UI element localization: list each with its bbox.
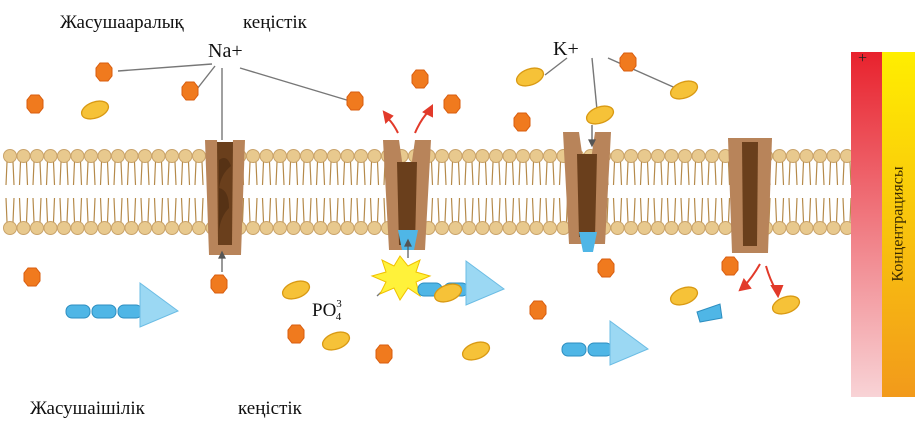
extracellular-label-space: кеңістік bbox=[243, 12, 307, 34]
lipid-pair bbox=[544, 150, 557, 235]
lipid-pair bbox=[665, 150, 678, 235]
channel-3-pump bbox=[563, 132, 611, 244]
lipid-pair bbox=[71, 150, 84, 235]
lipid-pair bbox=[274, 150, 287, 235]
lipid-pair bbox=[85, 150, 98, 235]
lipid-pair bbox=[530, 150, 543, 235]
potassium-ion bbox=[668, 78, 700, 103]
lipid-pair bbox=[611, 150, 624, 235]
sodium-ion bbox=[376, 345, 392, 363]
potassium-ion bbox=[668, 284, 700, 309]
lipid-pair bbox=[139, 150, 152, 235]
concentration-label: Концентрациясы bbox=[890, 166, 908, 281]
lipid-pair bbox=[652, 150, 665, 235]
lipid-pair bbox=[301, 150, 314, 235]
sodium-ion bbox=[598, 259, 614, 277]
lipid-pair bbox=[193, 150, 206, 235]
lipid-pair bbox=[706, 150, 719, 235]
lipid-pair bbox=[355, 150, 368, 235]
phosphate-tip-channel-3 bbox=[579, 232, 597, 252]
sodium-ion bbox=[288, 325, 304, 343]
lipid-pair bbox=[625, 150, 638, 235]
atp-molecule bbox=[66, 283, 178, 327]
sodium-ion bbox=[412, 70, 428, 88]
extracellular-label: Жасушааралық bbox=[60, 12, 184, 34]
sodium-ion bbox=[620, 53, 636, 71]
lipid-pair bbox=[814, 150, 827, 235]
lipid-pair bbox=[503, 150, 516, 235]
lipid-pair bbox=[314, 150, 327, 235]
intracellular-label: Жасушаішілік bbox=[30, 398, 145, 420]
lipid-pair bbox=[31, 150, 44, 235]
lipid-pair bbox=[260, 150, 273, 235]
lipid-pair bbox=[449, 150, 462, 235]
lipid-pair bbox=[179, 150, 192, 235]
lipid-pair bbox=[341, 150, 354, 235]
lipid-pair bbox=[328, 150, 341, 235]
sodium-ion bbox=[722, 257, 738, 275]
sodium-ion bbox=[444, 95, 460, 113]
lipid-pair bbox=[517, 150, 530, 235]
potassium-ion bbox=[770, 293, 802, 318]
phosphate-charge: 3 bbox=[336, 298, 342, 310]
lipid-pair bbox=[58, 150, 71, 235]
lipid-pair bbox=[112, 150, 125, 235]
lipid-pair bbox=[692, 150, 705, 235]
potassium-ion bbox=[584, 103, 616, 128]
lipid-pair bbox=[827, 150, 840, 235]
potassium-ion bbox=[460, 339, 492, 364]
lipid-pair bbox=[476, 150, 489, 235]
lipid-pair bbox=[247, 150, 260, 235]
sodium-ion bbox=[211, 275, 227, 293]
sodium-ion bbox=[27, 95, 43, 113]
lipid-pair bbox=[44, 150, 57, 235]
lipid-pair bbox=[4, 150, 17, 235]
phosphate-base: PO bbox=[312, 300, 336, 321]
lipid-pair bbox=[152, 150, 165, 235]
sodium-ion bbox=[182, 82, 198, 100]
lipid-pair bbox=[800, 150, 813, 235]
potassium-ion bbox=[79, 98, 111, 123]
atp-molecule bbox=[562, 321, 648, 365]
sodium-ion bbox=[347, 92, 363, 110]
concentration-label-wrap: Концентрациясы bbox=[883, 56, 915, 392]
channel-4 bbox=[728, 138, 772, 253]
lipid-pair bbox=[17, 150, 30, 235]
lipid-pair bbox=[679, 150, 692, 235]
released-phosphate bbox=[697, 304, 722, 322]
lipid-pair bbox=[490, 150, 503, 235]
phosphate-label: PO34 bbox=[312, 300, 347, 322]
lipid-pair bbox=[287, 150, 300, 235]
lipid-pair bbox=[787, 150, 800, 235]
lipid-pair bbox=[436, 150, 449, 235]
lipid-pair bbox=[638, 150, 651, 235]
channel-1 bbox=[205, 140, 245, 255]
atp-molecule bbox=[418, 261, 504, 305]
lipid-pair bbox=[368, 150, 381, 235]
sodium-ion bbox=[514, 113, 530, 131]
potassium-ion bbox=[514, 65, 546, 90]
intracellular-label-space: кеңістік bbox=[238, 398, 302, 420]
phosphate-subscript: 4 bbox=[336, 311, 342, 323]
lipid-pair bbox=[98, 150, 111, 235]
potassium-label: K+ bbox=[553, 38, 579, 61]
sodium-ion bbox=[96, 63, 112, 81]
sodium-label: Na+ bbox=[208, 40, 243, 63]
potassium-ion bbox=[280, 278, 312, 303]
lipid-pair bbox=[773, 150, 786, 235]
lipid-pair bbox=[166, 150, 179, 235]
sodium-ion bbox=[24, 268, 40, 286]
potassium-ion bbox=[320, 329, 352, 354]
sodium-ion bbox=[530, 301, 546, 319]
concentration-plus-sign: + bbox=[858, 50, 867, 68]
lipid-pair bbox=[125, 150, 138, 235]
lipid-pair bbox=[463, 150, 476, 235]
